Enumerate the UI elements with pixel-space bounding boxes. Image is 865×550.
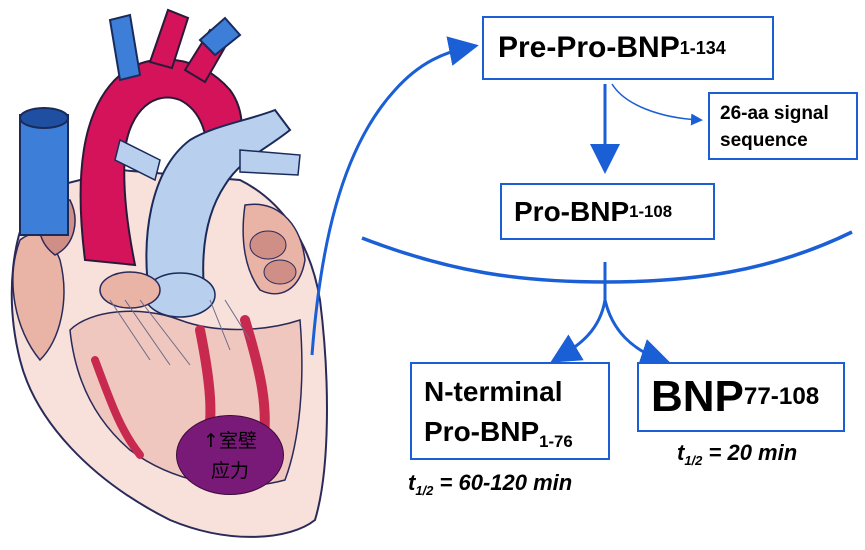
nterm-label: Pro-BNP [424,416,540,447]
nterm-line1: N-terminal [424,376,563,407]
half-life-nterminal: t1/2 = 60-120 min [408,470,572,498]
nterm-sub: 1-76 [539,431,573,451]
signal-line1: 26-aa signal [720,103,829,124]
arrow-to-nterminal [550,299,607,363]
wall-stress-line2: 应力 [210,460,249,482]
wall-stress-badge: ↑室壁 应力 [176,415,284,495]
half-life-bnp: t1/2 = 20 min [677,440,797,468]
pre-pro-bnp-sub: 1-134 [679,37,726,58]
half-life-bnp-value: = 20 min [702,440,798,465]
arrow-to-bnp [603,299,671,368]
pro-bnp-sub: 1-108 [629,201,673,221]
bnp-sub: 77-108 [743,383,820,410]
half-life-bnp-t: t [677,440,685,465]
arrow-preprobnp-to-signal [611,83,703,126]
pre-pro-bnp-label: Pre-Pro-BNP [498,31,680,64]
half-life-bnp-sub: 1/2 [684,453,703,469]
node-signal-sequence: 26-aa signal sequence [708,92,858,160]
half-life-nterm-value: = 60-120 min [433,470,573,495]
half-life-nterm-t: t [408,470,416,495]
wall-stress-line1: ↑室壁 [203,430,257,452]
pro-bnp-label: Pro-BNP [514,195,630,227]
node-nterminal-pro-bnp: N-terminal Pro-BNP1-76 [410,362,610,460]
half-life-nterm-sub: 1/2 [415,483,434,499]
arrow-heart-to-preprobnp [310,36,479,356]
bnp-label: BNP [651,372,744,421]
heart-illustration [10,8,328,538]
signal-line2: sequence [720,130,808,151]
